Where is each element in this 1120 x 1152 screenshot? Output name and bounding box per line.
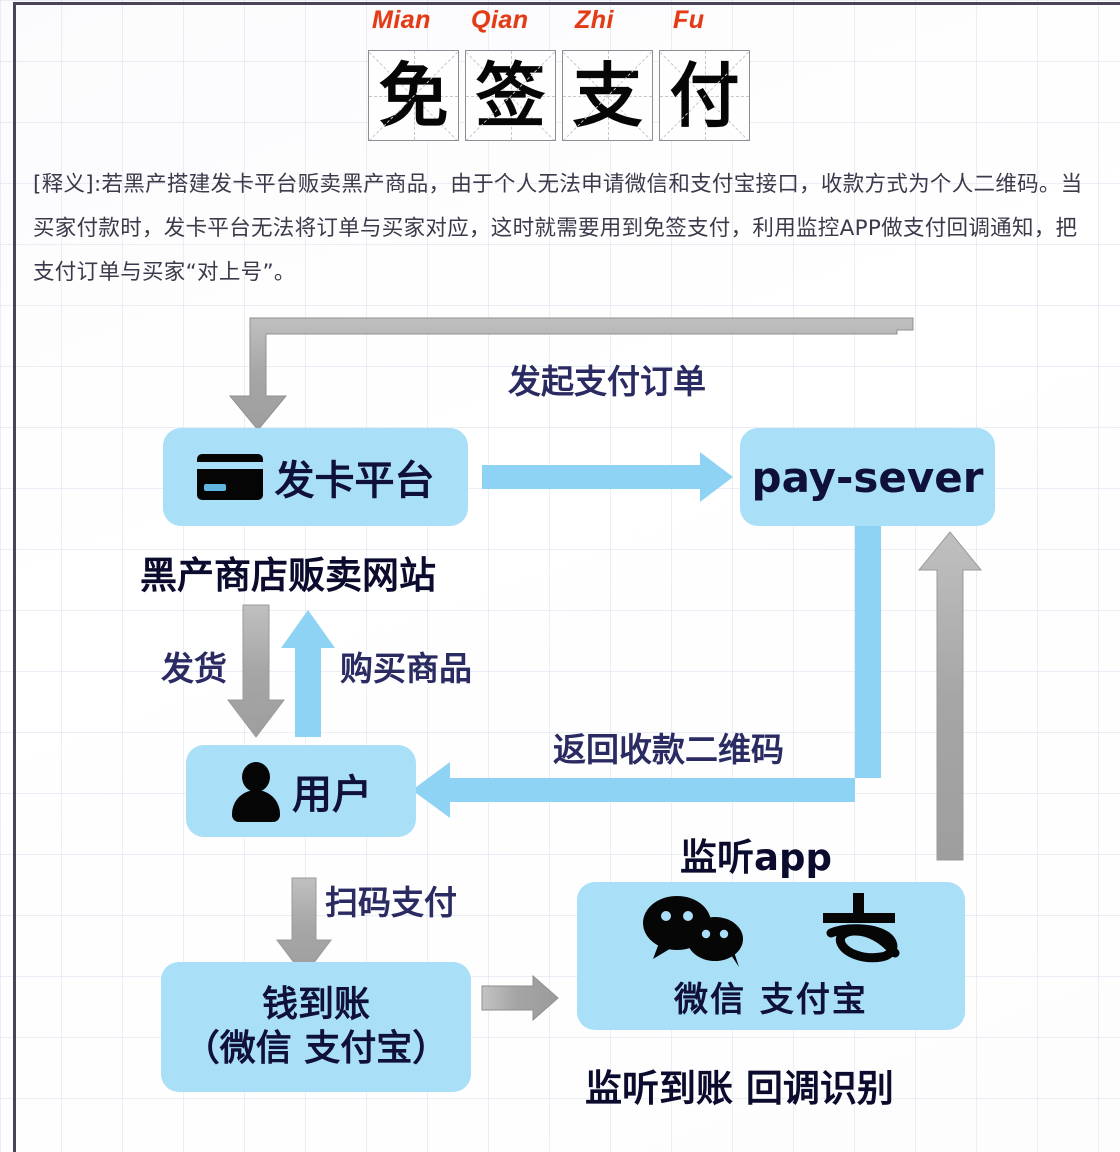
- node-card-platform-sublabel: 黑产商店贩卖网站: [140, 554, 436, 597]
- character-cell: 签: [465, 50, 556, 141]
- arrow-blue-qrcode: [412, 526, 881, 818]
- character-cell: 免: [368, 50, 459, 141]
- edge-label-return-qrcode: 返回收款二维码: [553, 730, 784, 769]
- arrow-gray-to-app: [481, 974, 559, 1022]
- title-block: Mian Qian Zhi Fu 免 签 支 付: [368, 6, 768, 141]
- page-border-left: [13, 2, 16, 1152]
- pinyin-2: Qian: [471, 6, 529, 34]
- title-character-4: 付: [669, 54, 740, 137]
- arrow-layer: [226, 317, 983, 1022]
- edge-label-scan-pay: 扫码支付: [325, 883, 457, 922]
- page-border-top: [13, 2, 1120, 5]
- description-text: [释义]:若黑产搭建发卡平台贩卖黑产商品，由于个人无法申请微信和支付宝接口，收款…: [33, 172, 1083, 285]
- node-money-received-line1: 钱到账: [261, 984, 370, 1026]
- node-money-received-line2: （微信 支付宝）: [183, 1028, 449, 1069]
- arrow-gray-scan: [276, 877, 332, 977]
- pinyin-3: Zhi: [575, 6, 614, 34]
- arrow-blue-initiate: [482, 452, 733, 502]
- credit-card-icon: [196, 454, 263, 500]
- arrow-gray-feedback: [228, 317, 914, 431]
- node-card-platform-label: 发卡平台: [274, 458, 435, 504]
- edge-label-initiate-order: 发起支付订单: [508, 362, 706, 401]
- arrow-gray-ship: [226, 604, 286, 738]
- node-monitor-app-sublabel: 监听到账 回调识别: [585, 1067, 894, 1110]
- node-pay-server[interactable]: pay-sever: [740, 428, 995, 526]
- character-cell: 支: [562, 50, 653, 141]
- pinyin-4: Fu: [673, 6, 705, 34]
- pinyin-row: Mian Qian Zhi Fu: [368, 6, 768, 46]
- alipay-icon: [823, 893, 900, 963]
- node-monitor-app[interactable]: 微信 支付宝: [577, 882, 965, 1030]
- title-character-1: 免: [378, 54, 449, 137]
- node-pay-server-label: pay-sever: [751, 452, 984, 502]
- arrow-blue-buy: [281, 610, 335, 737]
- app-icon-row: [577, 890, 965, 972]
- node-card-platform[interactable]: 发卡平台: [163, 428, 468, 526]
- person-icon: [230, 760, 282, 822]
- wechat-icon: [643, 896, 743, 967]
- node-user-label: 用户: [292, 772, 372, 818]
- flow-diagram: 发卡平台 黑产商店贩卖网站 pay-sever 用户 钱到账 （微信 支付宝） …: [0, 300, 1120, 1152]
- edge-label-ship-goods: 发货: [161, 649, 227, 688]
- node-money-received[interactable]: 钱到账 （微信 支付宝）: [161, 962, 471, 1092]
- arrow-gray-callback: [917, 531, 983, 861]
- title-character-3: 支: [572, 54, 643, 137]
- node-monitor-app-caption: 微信 支付宝: [674, 980, 868, 1020]
- character-cell: 付: [659, 50, 750, 141]
- node-user[interactable]: 用户: [186, 745, 416, 837]
- node-monitor-app-toplabel: 监听app: [680, 836, 832, 879]
- pinyin-1: Mian: [372, 6, 431, 34]
- edge-label-buy-goods: 购买商品: [340, 649, 472, 688]
- character-row: 免 签 支 付: [368, 50, 750, 141]
- title-character-2: 签: [475, 54, 546, 137]
